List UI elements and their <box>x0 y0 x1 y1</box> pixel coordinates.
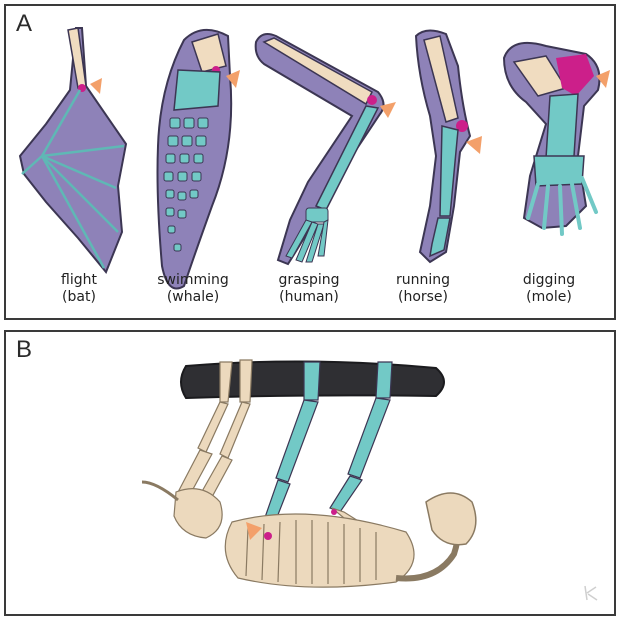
artist-signature <box>584 585 598 601</box>
whale-arrow <box>226 70 240 88</box>
caption-human: grasping (human) <box>254 272 364 306</box>
bat-arrow <box>90 78 102 94</box>
sloth-pelvis <box>141 480 223 539</box>
caption-whale-animal: (whale) <box>166 289 220 305</box>
sloth-skull <box>425 492 477 546</box>
caption-mole-animal: (mole) <box>526 289 572 305</box>
sloth-ribcage <box>224 513 415 588</box>
bat-humerus <box>67 27 87 89</box>
mole-radius-ulna <box>545 93 579 159</box>
caption-bat-function: flight <box>61 272 97 288</box>
human-arm <box>254 33 396 266</box>
mole-paw <box>502 42 610 236</box>
sloth-shoulder-joint <box>331 509 337 515</box>
panel-b: B <box>4 330 616 616</box>
horse-leg <box>414 29 482 264</box>
caption-bat: flight (bat) <box>24 272 134 306</box>
caption-mole-function: digging <box>522 272 576 288</box>
mole-arrow <box>596 70 610 88</box>
caption-human-function: grasping <box>278 272 340 288</box>
bat-digits <box>21 89 125 269</box>
horse-hoof <box>429 217 451 258</box>
sloth-arrow <box>246 522 262 540</box>
caption-whale-function: swimming <box>157 272 229 288</box>
caption-horse: running (horse) <box>368 272 478 306</box>
whale-radius-ulna <box>173 69 221 111</box>
mole-joint <box>556 54 594 96</box>
panel-a: A <box>4 4 616 320</box>
human-arrow <box>380 102 396 118</box>
caption-bat-animal: (bat) <box>62 289 96 305</box>
caption-horse-function: running <box>395 272 451 288</box>
human-joint <box>367 95 377 105</box>
sloth-skeleton-illustration <box>141 359 477 588</box>
whale-flipper <box>156 29 240 290</box>
caption-human-animal: (human) <box>279 289 339 305</box>
caption-whale: swimming (whale) <box>138 272 248 306</box>
human-hand <box>285 207 329 263</box>
whale-humerus <box>191 33 227 73</box>
horse-humerus <box>423 35 459 123</box>
panel-a-label: A <box>16 10 33 37</box>
mole-palm <box>533 155 585 187</box>
caption-horse-animal: (horse) <box>397 289 449 305</box>
bat-wing <box>18 27 128 274</box>
horse-arrow <box>466 136 482 154</box>
mole-claws <box>526 176 598 236</box>
human-humerus <box>262 37 373 106</box>
limb-illustrations <box>18 27 610 290</box>
panel-b-label: B <box>16 336 33 363</box>
horse-radius-ulna <box>439 125 459 217</box>
sloth-joint <box>264 532 272 540</box>
horse-joint <box>456 120 468 132</box>
caption-mole: digging (mole) <box>494 272 604 306</box>
whale-phalanges <box>163 117 209 252</box>
